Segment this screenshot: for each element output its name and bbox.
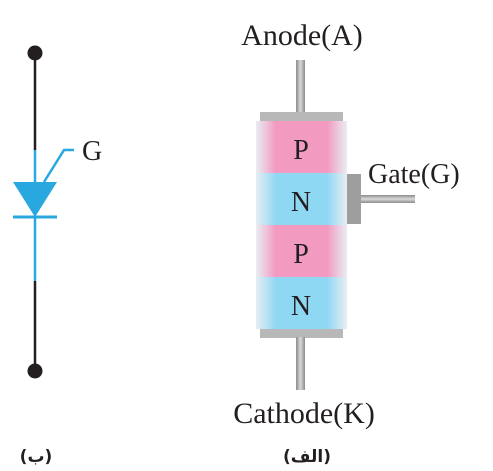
layer-p-top — [256, 121, 347, 173]
gate-label: Gate(G) — [368, 159, 460, 190]
anode-terminal-dot — [27, 45, 43, 61]
layer-p-lower — [256, 225, 347, 277]
cathode-lead — [296, 337, 305, 390]
gate-lead — [42, 148, 74, 183]
layer-n-upper — [256, 173, 347, 225]
anode-lead — [296, 60, 305, 113]
symbol-caption: (ب) — [20, 447, 53, 467]
structure-caption: (الف) — [283, 447, 331, 467]
gate-contact — [347, 174, 361, 224]
layer-label-4: N — [291, 291, 311, 322]
cathode-label: Cathode(K) — [233, 397, 375, 430]
cathode-contact-cap — [260, 329, 343, 338]
layer-label-3: P — [293, 239, 309, 270]
gate-lead-wire — [361, 195, 415, 203]
anode-contact-cap — [260, 112, 343, 122]
layer-n-bottom — [256, 277, 347, 329]
cathode-terminal-dot — [27, 363, 43, 379]
scr-symbol: G (ب) — [13, 45, 102, 467]
thyristor-triangle — [13, 182, 57, 217]
anode-label: Anode(A) — [241, 19, 363, 52]
layer-label-2: N — [291, 187, 311, 218]
scr-structure: Anode(A) P N P N Gate(G) Cathode(K) (الف… — [233, 19, 460, 467]
layer-label-1: P — [293, 135, 309, 166]
symbol-gate-label: G — [82, 136, 102, 167]
